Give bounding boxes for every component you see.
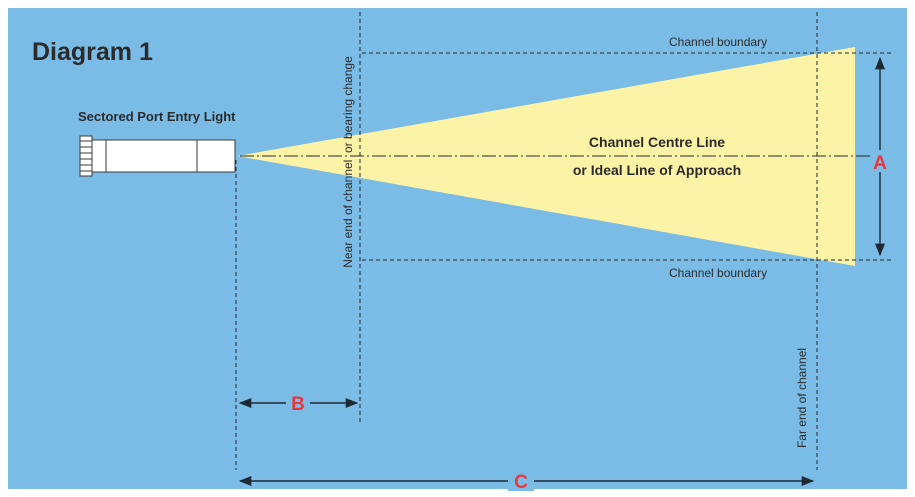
dimension-a-label: A xyxy=(873,153,887,174)
centre-line-label-2: or Ideal Line of Approach xyxy=(573,162,741,178)
near-end-label: Near end of channel or bearing change xyxy=(341,56,355,268)
channel-boundary-top-label: Channel boundary xyxy=(669,35,767,49)
dimension-c-label-bg xyxy=(508,469,534,491)
dimension-c-label: C xyxy=(514,472,528,493)
light-beam xyxy=(237,47,855,266)
light-label: Sectored Port Entry Light xyxy=(78,109,236,124)
sectored-light-icon xyxy=(79,135,236,177)
channel-boundary-bottom-label: Channel boundary xyxy=(669,266,767,280)
far-end-label: Far end of channel xyxy=(795,348,809,448)
dimension-a-label-bg xyxy=(871,150,889,172)
dimension-b-label-bg xyxy=(286,392,310,414)
centre-line-label-1: Channel Centre Line xyxy=(589,134,725,150)
dimension-b-label: B xyxy=(291,394,305,415)
diagram-title: Diagram 1 xyxy=(32,38,153,66)
